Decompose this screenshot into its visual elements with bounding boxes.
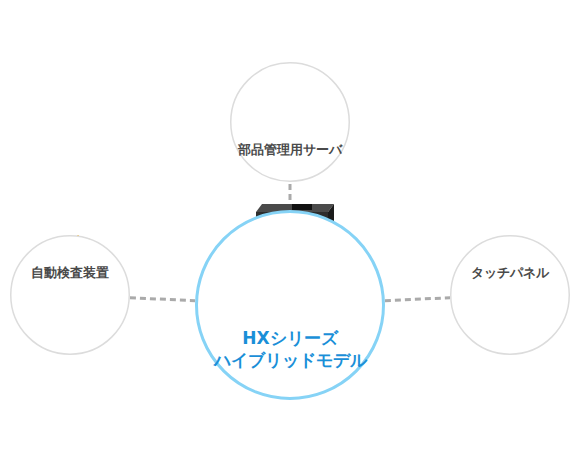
circle-shape (451, 236, 570, 355)
circle-shape (197, 212, 384, 399)
circle-outline (450, 235, 570, 355)
node-label: 自動検査装置 (15, 265, 125, 282)
node-label: HXシリーズ ハイブリッドモデル (205, 327, 375, 371)
circle-shape (231, 63, 350, 182)
circle-node: HXシリーズ ハイブリッドモデル (195, 210, 385, 400)
dashed-connector (130, 298, 195, 301)
circle-node: タッチパネル (450, 235, 570, 355)
circle-shape (11, 236, 130, 355)
dashed-connector (385, 298, 450, 301)
circle-node: 自動検査装置 (10, 235, 130, 355)
circle-outline (230, 62, 350, 182)
circle-node: 部品管理用サーバ (230, 62, 350, 182)
node-label: タッチパネル (455, 265, 565, 282)
logo-text: HX (259, 219, 278, 233)
node-label: 部品管理用サーバ (235, 142, 345, 159)
dashed-connector (289, 182, 292, 210)
circle-outline (195, 210, 385, 400)
circle-outline (10, 235, 130, 355)
